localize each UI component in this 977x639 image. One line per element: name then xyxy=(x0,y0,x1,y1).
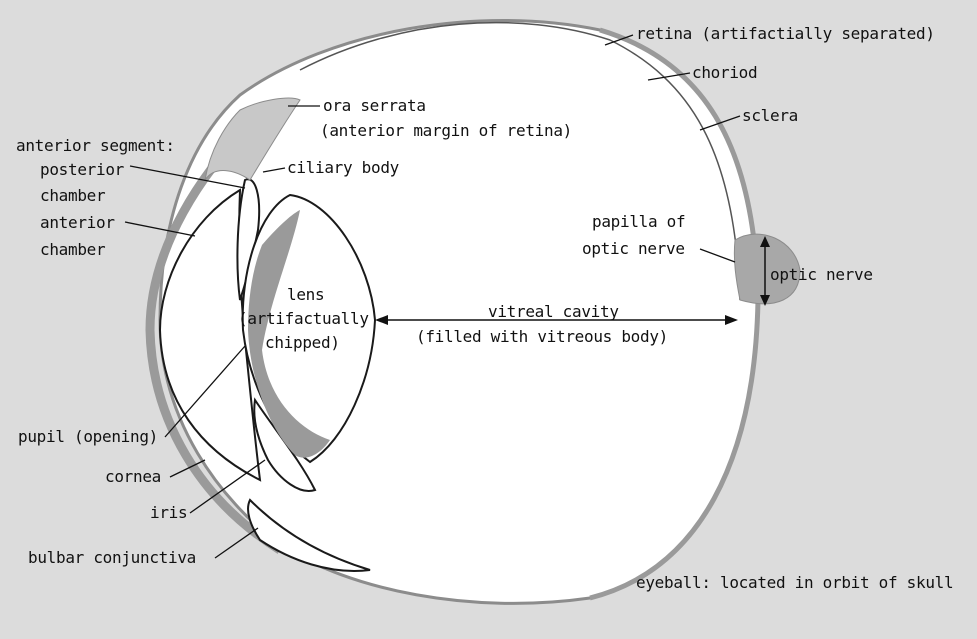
lens-label-line2: (artifactually xyxy=(238,309,369,329)
anterior-chamber-label-line2: chamber xyxy=(40,240,105,260)
bulbar-conjunctiva-label: bulbar conjunctiva xyxy=(28,548,196,568)
papilla-label-line2: optic nerve xyxy=(582,239,685,259)
iris-label: iris xyxy=(150,503,187,523)
vitreal-cavity-description: (filled with vitreous body) xyxy=(416,327,668,347)
ora-serrata-label: ora serrata xyxy=(323,96,426,116)
sclera-label: sclera xyxy=(742,106,798,126)
lens-label-line1: lens xyxy=(287,285,324,305)
lens-label-line3: chipped) xyxy=(265,333,340,353)
optic-nerve-label: optic nerve xyxy=(770,265,873,285)
leader-bulbar-conjunctiva xyxy=(215,528,258,558)
ciliary-body-label: ciliary body xyxy=(287,158,399,178)
posterior-chamber-label-line1: posterior xyxy=(40,160,124,180)
caption-text: eyeball: located in orbit of skull xyxy=(636,573,953,593)
choroid-label: choriod xyxy=(692,63,757,83)
anterior-chamber-label-line1: anterior xyxy=(40,213,115,233)
vitreal-cavity-label: vitreal cavity xyxy=(488,302,619,322)
cornea-label: cornea xyxy=(105,467,161,487)
anterior-segment-label: anterior segment: xyxy=(16,136,175,156)
posterior-chamber-label-line2: chamber xyxy=(40,186,105,206)
retina-label: retina (artifactially separated) xyxy=(636,24,935,44)
pupil-label: pupil (opening) xyxy=(18,427,158,447)
papilla-label-line1: papilla of xyxy=(592,212,685,232)
ora-serrata-description: (anterior margin of retina) xyxy=(320,121,572,141)
